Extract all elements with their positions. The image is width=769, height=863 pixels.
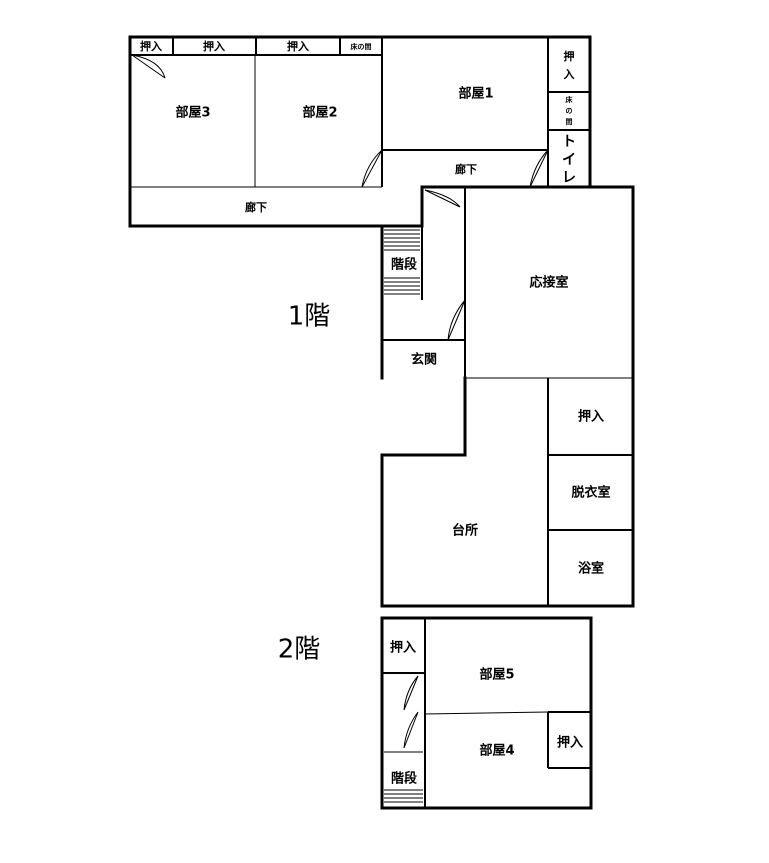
label-yokushitsu: 浴室 [578, 561, 604, 577]
label-oshiire-b: 押入 [203, 39, 225, 53]
first-floor-inner-walls [130, 37, 633, 606]
label-second-floor: 2階 [278, 635, 321, 665]
label-oshiire-right-2: 入 [564, 68, 575, 81]
label-heya4: 部屋4 [479, 743, 514, 759]
label-kaidan-1f: 階段 [391, 257, 417, 273]
label-oshiire-mid: 押入 [578, 409, 604, 425]
label-tokonoma-v2: の [566, 107, 573, 115]
label-heya3: 部屋3 [175, 105, 210, 121]
label-kaidan-2f: 階段 [391, 771, 417, 787]
label-ousetsu: 応接室 [529, 275, 568, 291]
label-oshiire-2f-left: 押入 [390, 640, 416, 656]
label-oshiire-right-1: 押 [564, 49, 575, 63]
label-tokonoma-v1: 床 [566, 95, 574, 104]
label-heya2: 部屋2 [302, 105, 337, 121]
label-oshiire-c: 押入 [287, 39, 309, 53]
label-rouka-upper: 廊下 [455, 162, 477, 176]
first-floor-doors [131, 54, 549, 341]
label-oshiire-2f-right: 押入 [557, 735, 583, 751]
label-genkan: 玄関 [411, 352, 437, 368]
label-toilet-2: イ [562, 152, 576, 168]
label-toilet-1: ト [562, 134, 576, 150]
label-oshiire-a: 押入 [140, 39, 162, 53]
label-toilet-3: レ [562, 170, 576, 186]
label-heya5: 部屋5 [479, 667, 514, 683]
label-heya1: 部屋1 [458, 86, 493, 102]
label-datsui: 脱衣室 [571, 485, 610, 501]
label-tokonoma-v3: 間 [566, 117, 573, 126]
second-floor-walls [380, 616, 593, 810]
first-floor-stairs [384, 229, 420, 295]
label-rouka-lower: 廊下 [245, 200, 267, 214]
label-daidokoro: 台所 [452, 523, 478, 539]
label-first-floor: 1階 [288, 302, 331, 332]
label-tokonoma-top: 床の間 [351, 42, 372, 51]
